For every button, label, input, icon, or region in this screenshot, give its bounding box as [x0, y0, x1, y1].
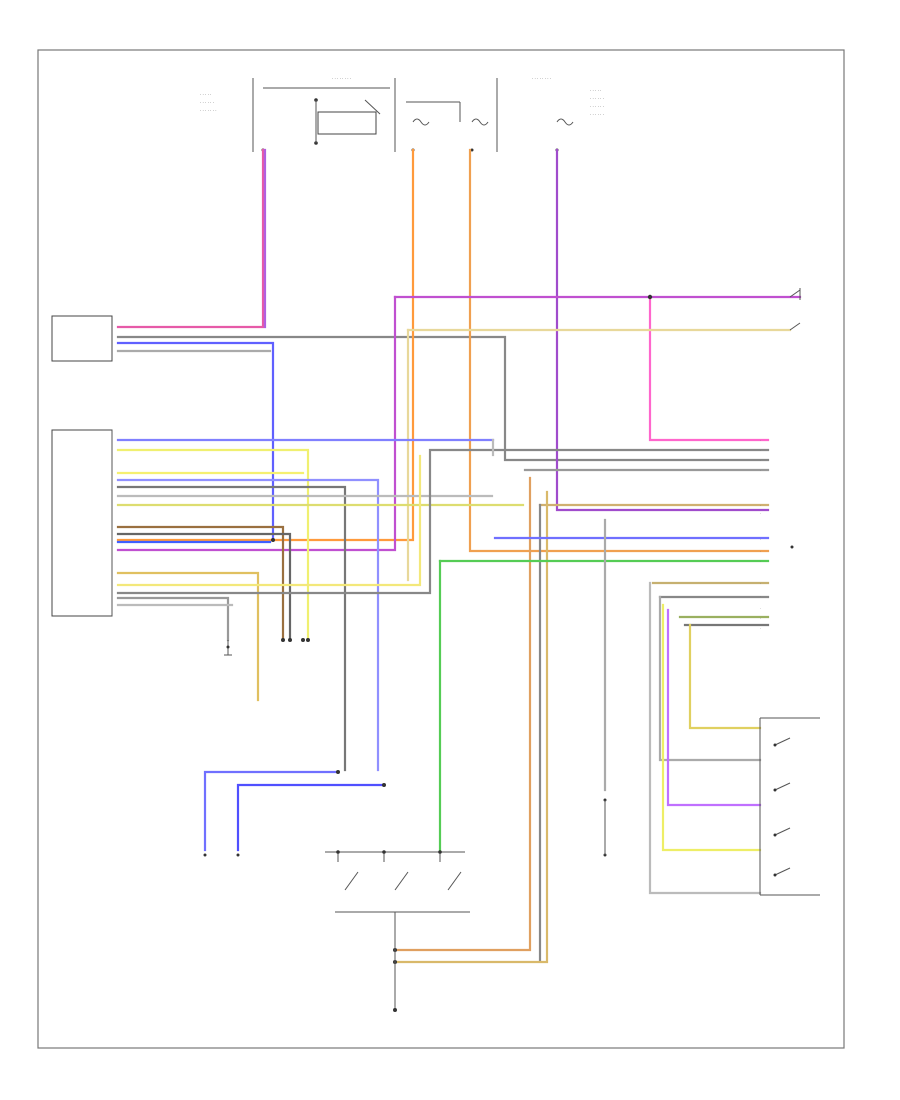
svg-text:·: ·	[760, 560, 761, 564]
bottom-left-switch	[203, 853, 240, 857]
wires	[116, 148, 802, 964]
svg-text:·: ·	[760, 582, 761, 586]
svg-text:·: ·	[760, 617, 761, 621]
top-fuse-area: · · · · · · · · · · · · · · · · · · · · …	[200, 76, 604, 152]
svg-text:·: ·	[760, 512, 761, 516]
svg-text:·: ·	[760, 550, 761, 554]
svg-text:· · · · · ·: · · · · · ·	[590, 104, 604, 109]
ecm-box	[51, 315, 113, 362]
svg-text:·: ·	[760, 449, 761, 453]
bottom-center-switch	[325, 850, 470, 1010]
svg-text:· · · · ·: · · · · ·	[200, 92, 211, 97]
svg-text:·: ·	[760, 469, 761, 473]
svg-text:· · · · · ·: · · · · · ·	[200, 100, 214, 105]
svg-text:· · · · ·: · · · · ·	[590, 88, 601, 93]
mid-right-ground	[603, 798, 607, 857]
svg-text:· · · · · · · ·: · · · · · · · ·	[332, 76, 351, 81]
svg-text:· · · · · · ·: · · · · · · ·	[200, 108, 217, 113]
svg-text:·: ·	[760, 459, 761, 463]
right-bottom-switch	[759, 717, 820, 896]
lower-left-grounds	[224, 640, 232, 656]
svg-text:·: ·	[760, 607, 761, 611]
svg-text:·: ·	[760, 504, 761, 508]
svg-text:·: ·	[760, 595, 761, 599]
right-ground	[789, 288, 801, 331]
bottom-ground	[393, 1008, 397, 1012]
splices	[271, 294, 653, 964]
svg-text:·: ·	[760, 439, 761, 443]
diagram-frame	[37, 49, 845, 1049]
svg-text:·: ·	[760, 627, 761, 631]
svg-text:·: ·	[760, 538, 761, 542]
svg-text:· · · · · ·: · · · · · ·	[590, 112, 604, 117]
svg-text:· · · · · · · ·: · · · · · · · ·	[532, 76, 551, 81]
svg-text:· · · · · ·: · · · · · ·	[590, 96, 604, 101]
right-connector-labels: · · · · · · · · · · · · · ·	[760, 439, 794, 631]
tcm-box	[51, 429, 113, 617]
